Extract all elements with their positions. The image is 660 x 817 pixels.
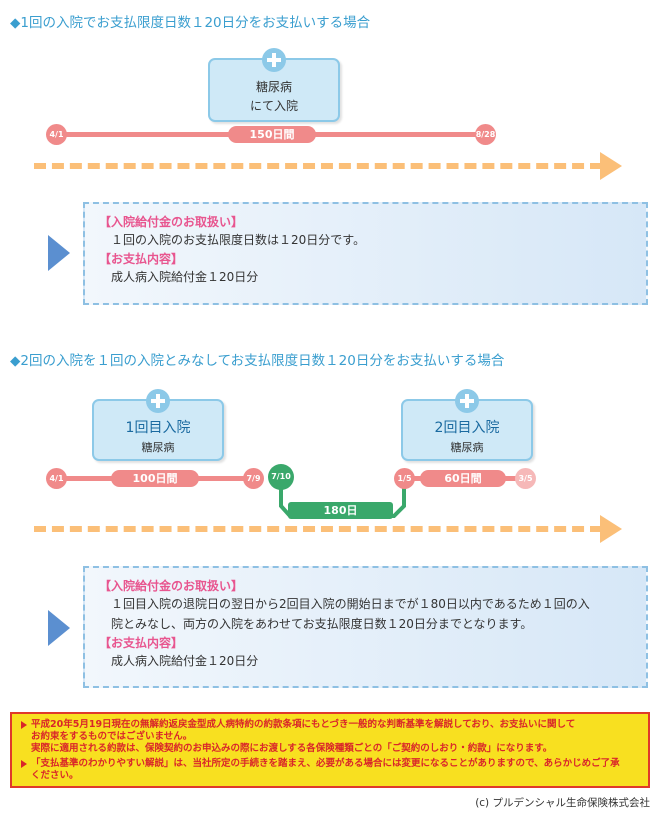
first-box-title: 1回目入院 (125, 420, 191, 436)
info-text-payment: 成人病入院給付金１20日分 (111, 270, 259, 284)
info-text-handling-1: １回目入院の退院日の翌日から2回目入院の開始日までが１80日以内であるため１回の… (111, 597, 590, 611)
second-stay-duration: 60日間 (420, 470, 506, 487)
flow-arrow-icon (600, 515, 622, 543)
first-stay-start-date: 4/1 (46, 468, 67, 489)
flow-arrow-icon (600, 152, 622, 180)
play-arrow-icon (48, 610, 70, 646)
second-stay-start-date: 1/5 (394, 468, 415, 489)
hospitalization-box: 糖尿病 にて入院 (208, 48, 340, 122)
info-text-handling: １回の入院のお支払限度日数は１20日分です。 (111, 233, 366, 247)
box-disease-label: 糖尿病 (255, 80, 292, 94)
gap-start-date: 7/10 (268, 464, 294, 490)
medical-cross-icon (455, 389, 479, 413)
medical-cross-icon (262, 48, 286, 72)
first-box-disease: 糖尿病 (141, 441, 175, 454)
play-arrow-icon (48, 235, 70, 271)
duration-label: 150日間 (228, 126, 316, 143)
notice-line: ください。 (31, 770, 79, 781)
info-text-payment: 成人病入院給付金１20日分 (111, 654, 259, 668)
second-hospitalization-box: 2回目入院 糖尿病 (401, 389, 533, 461)
second-stay-end-date: 3/5 (515, 468, 536, 489)
section2-title: ◆2回の入院を１回の入院とみなしてお支払限度日数１20日分をお支払いする場合 (10, 353, 505, 369)
second-box-title: 2回目入院 (434, 420, 500, 436)
first-stay-duration: 100日間 (111, 470, 199, 487)
bullet-arrow-icon (21, 721, 27, 729)
box-admission-label: にて入院 (249, 99, 298, 113)
copyright: (c) プルデンシャル生命保険株式会社 (475, 797, 650, 809)
second-box-disease: 糖尿病 (450, 441, 484, 454)
info-heading-payment: 【お支払内容】 (99, 636, 184, 650)
notice-line: 実際に適用される約款は、保険契約のお申込みの際にお渡しする各保険種類ごとの「ご契… (31, 743, 553, 754)
gap-duration: 180日 (288, 502, 393, 519)
notice-line: 「支払基準のわかりやすい解説」は、当社所定の手続きを踏まえ、必要がある場合には変… (31, 758, 620, 769)
section1-title: ◆1回の入院でお支払限度日数１20日分をお支払いする場合 (10, 15, 371, 31)
info-box: 【入院給付金のお取扱い】 １回の入院のお支払限度日数は１20日分です。 【お支払… (83, 202, 648, 305)
flow-dashed-line (34, 163, 602, 169)
first-stay-end-date: 7/9 (243, 468, 264, 489)
info-heading-handling: 【入院給付金のお取扱い】 (99, 215, 244, 229)
timeline-start-date: 4/1 (46, 124, 67, 145)
medical-cross-icon (146, 389, 170, 413)
info-text-handling-2: 院とみなし、両方の入院をあわせてお支払限度日数１20日分までとなります。 (111, 617, 533, 631)
flow-dashed-line (34, 526, 602, 532)
info-heading-payment: 【お支払内容】 (99, 252, 184, 266)
notice-line: 平成20年5月19日現在の無解約返戻金型成人病特約の約款条項にもとづき一般的な判… (31, 719, 576, 730)
first-hospitalization-box: 1回目入院 糖尿病 (92, 389, 224, 461)
bullet-arrow-icon (21, 760, 27, 768)
notice-line: お約束をするものではございません。 (31, 731, 193, 742)
notice-box: 平成20年5月19日現在の無解約返戻金型成人病特約の約款条項にもとづき一般的な判… (10, 712, 650, 788)
info-box: 【入院給付金のお取扱い】 １回目入院の退院日の翌日から2回目入院の開始日までが１… (83, 566, 648, 688)
timeline-end-date: 8/28 (475, 124, 496, 145)
info-heading-handling: 【入院給付金のお取扱い】 (99, 579, 244, 593)
